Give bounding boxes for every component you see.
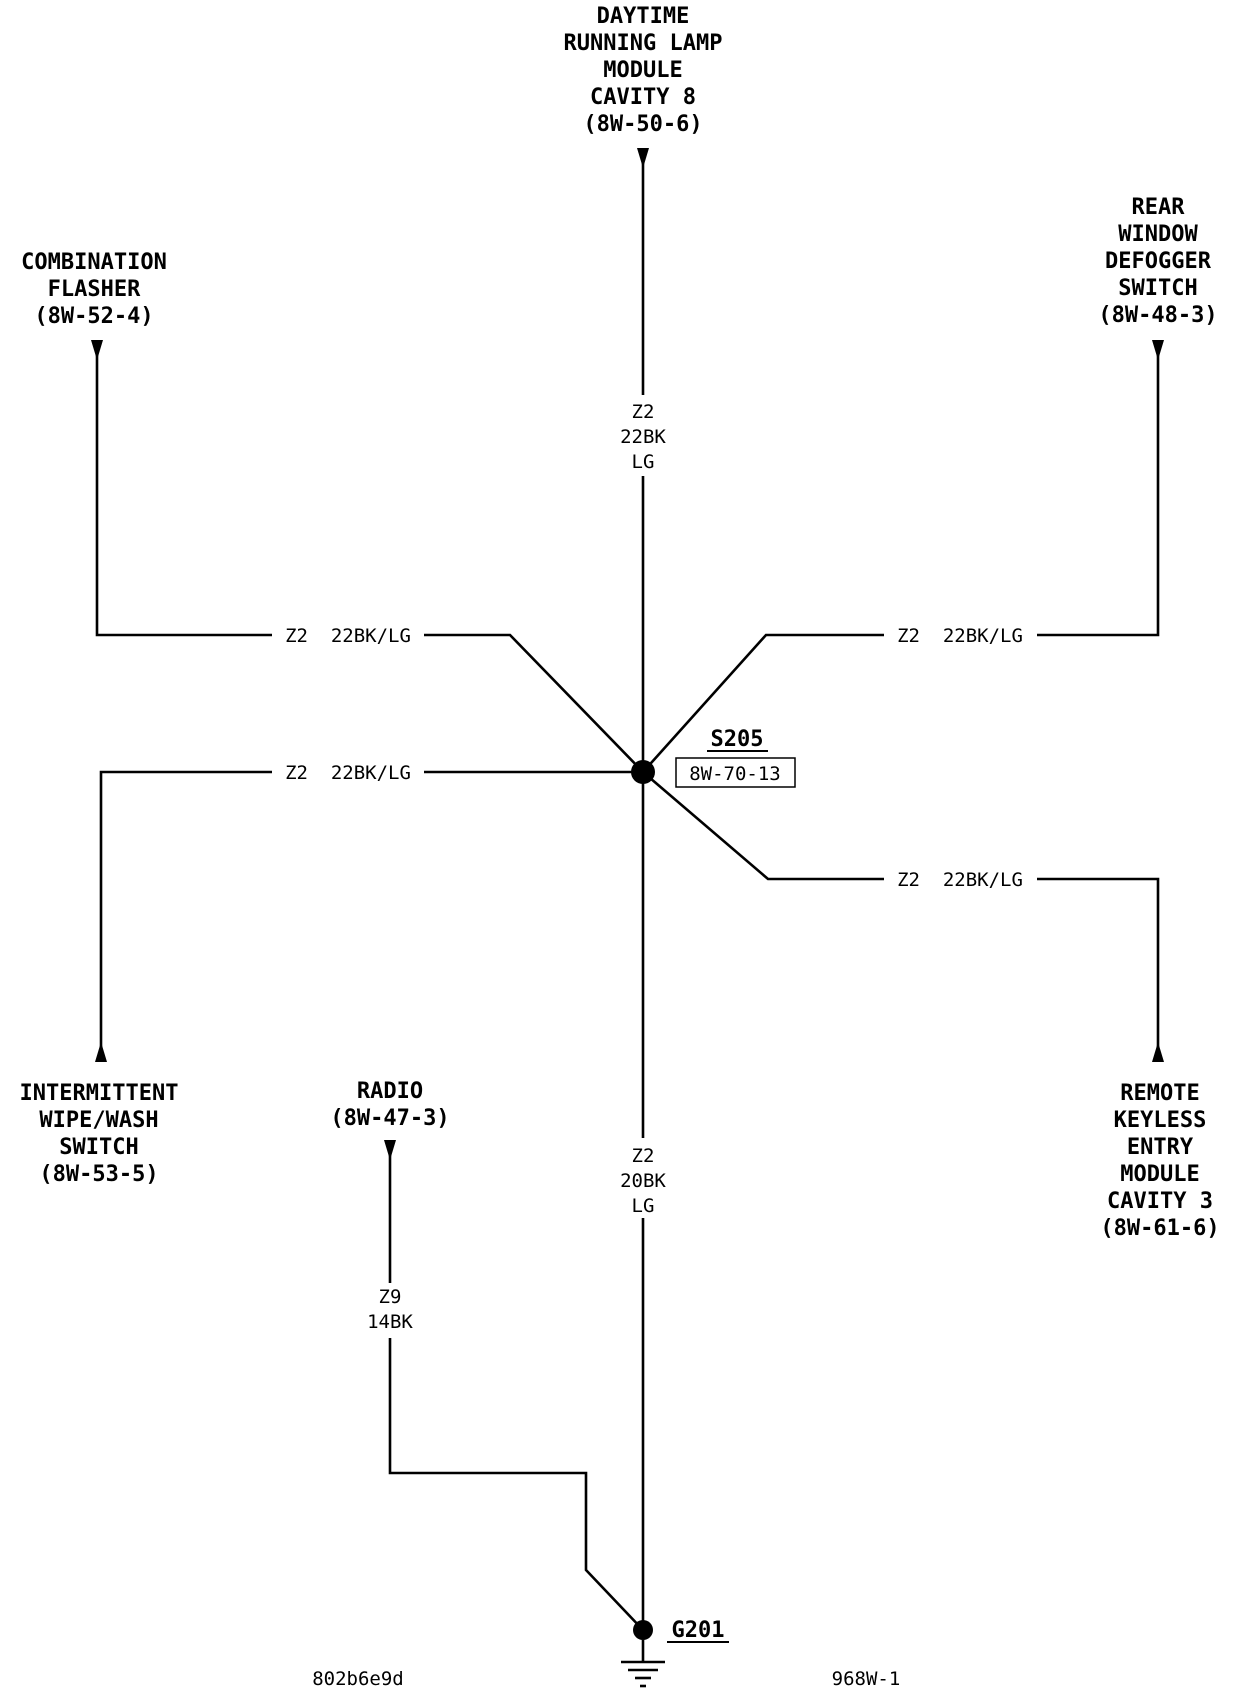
- component-drl: DAYTIME RUNNING LAMP MODULE CAVITY 8 (8W…: [564, 4, 723, 137]
- component-radio-line: RADIO: [357, 1079, 423, 1104]
- wire-keyless: [1037, 877, 1160, 1060]
- component-wipe-line: WIPE/WASH: [39, 1108, 158, 1133]
- wire-wipe-label: Z2 22BK/LG: [285, 762, 411, 784]
- wire-flasher: [95, 348, 272, 637]
- component-drl-line: RUNNING LAMP: [564, 31, 723, 56]
- wire-keyless-inner: [642, 771, 884, 881]
- component-defogger-line: SWITCH: [1118, 276, 1197, 301]
- component-defogger-line: REAR: [1132, 195, 1186, 220]
- splice-ref: 8W-70-13: [689, 763, 781, 785]
- component-defogger-line: DEFOGGER: [1105, 249, 1212, 274]
- component-drl-line: MODULE: [603, 58, 682, 83]
- ground-dot: [633, 1620, 653, 1640]
- component-drl-line: CAVITY 8: [590, 85, 696, 110]
- component-drl-line: DAYTIME: [597, 4, 690, 29]
- wire-radio-bottom: [388, 1338, 644, 1631]
- component-wipe-ref: (8W-53-5): [39, 1162, 158, 1187]
- component-flasher-line: FLASHER: [48, 277, 141, 302]
- component-wipe: INTERMITTENT WIPE/WASH SWITCH (8W-53-5): [20, 1081, 179, 1187]
- wire-keyless-label: Z2 22BK/LG: [897, 869, 1023, 891]
- component-keyless-ref: (8W-61-6): [1100, 1216, 1219, 1241]
- component-keyless-line: MODULE: [1120, 1162, 1199, 1187]
- component-wipe-line: INTERMITTENT: [20, 1081, 179, 1106]
- wire-defogger: [1037, 348, 1160, 637]
- wire-defogger-inner: [642, 633, 884, 773]
- component-keyless-line: KEYLESS: [1114, 1108, 1207, 1133]
- footer-page: 968W-1: [832, 1668, 901, 1690]
- wire-ground-label-gauge: 20BK: [620, 1170, 666, 1192]
- component-radio-ref: (8W-47-3): [330, 1106, 449, 1131]
- wire-wipe: [99, 770, 272, 1060]
- component-keyless: REMOTE KEYLESS ENTRY MODULE CAVITY 3 (8W…: [1100, 1081, 1219, 1241]
- component-defogger-ref: (8W-48-3): [1098, 303, 1217, 328]
- component-flasher-ref: (8W-52-4): [34, 304, 153, 329]
- wire-ground-label-stripe: LG: [632, 1195, 655, 1217]
- arrow-flasher: [91, 340, 103, 360]
- splice-dot: [631, 760, 655, 784]
- splice-id: S205: [711, 727, 764, 752]
- wire-drl-label-gauge: 22BK: [620, 426, 666, 448]
- component-wipe-line: SWITCH: [59, 1135, 138, 1160]
- component-defogger: REAR WINDOW DEFOGGER SWITCH (8W-48-3): [1098, 195, 1217, 328]
- wire-radio-label-circuit: Z9: [379, 1286, 402, 1308]
- component-keyless-line: ENTRY: [1127, 1135, 1194, 1160]
- wire-drl-label-stripe: LG: [632, 451, 655, 473]
- wire-flasher-label: Z2 22BK/LG: [285, 625, 411, 647]
- component-defogger-line: WINDOW: [1118, 222, 1198, 247]
- arrow-radio: [384, 1140, 396, 1160]
- component-keyless-line: REMOTE: [1120, 1081, 1199, 1106]
- wire-defogger-label: Z2 22BK/LG: [897, 625, 1023, 647]
- component-radio: RADIO (8W-47-3): [330, 1079, 449, 1131]
- arrow-drl: [637, 148, 649, 168]
- wire-drl-label-circuit: Z2: [632, 401, 655, 423]
- footer-code: 802b6e9d: [312, 1668, 404, 1690]
- arrow-wipe: [95, 1042, 107, 1062]
- ground-id: G201: [672, 1618, 725, 1643]
- ground-symbol-icon: [621, 1640, 665, 1688]
- wire-ground-label-circuit: Z2: [632, 1145, 655, 1167]
- component-drl-ref: (8W-50-6): [583, 112, 702, 137]
- arrow-defogger: [1152, 340, 1164, 360]
- component-flasher: COMBINATION FLASHER (8W-52-4): [21, 250, 167, 329]
- splice-ref-box: [675, 757, 796, 788]
- wire-radio-label-gauge: 14BK: [367, 1311, 413, 1333]
- wire-flasher-inner: [424, 633, 644, 773]
- arrow-keyless: [1152, 1042, 1164, 1062]
- component-keyless-line: CAVITY 3: [1107, 1189, 1213, 1214]
- component-flasher-line: COMBINATION: [21, 250, 167, 275]
